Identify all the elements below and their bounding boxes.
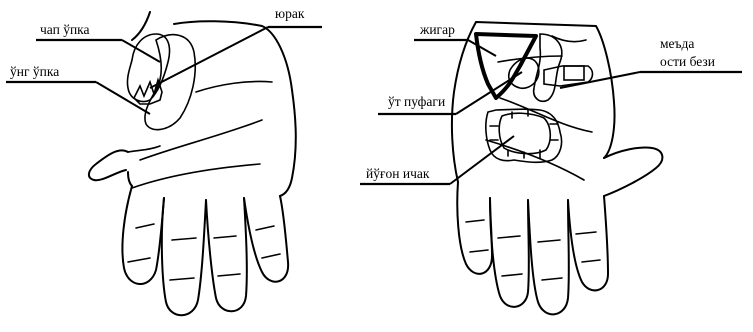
right-hand-finger-index [568, 196, 608, 290]
right-lung-label: ўнг ўпка [10, 64, 59, 79]
right-hand-thumb [604, 147, 662, 196]
colon-callout: йўғон ичак [360, 136, 514, 184]
left-hand-palm-outline [128, 12, 296, 196]
left-hand-finger-ring [206, 198, 247, 311]
right-hand-finger-little [457, 182, 492, 274]
liver-callout: жигар [414, 22, 496, 56]
left-lung-shape [127, 34, 169, 102]
left-hand-finger-index [122, 186, 164, 284]
left-hand-thumb [89, 150, 128, 180]
pancreas-label-line2: ости бези [660, 54, 715, 69]
right-hand-finger-middle [528, 200, 569, 314]
left-lung-callout: чап ўпка [36, 22, 160, 62]
left-lung-label: чап ўпка [40, 22, 90, 37]
right-hand-drawing [452, 22, 662, 314]
left-hand-finger-middle [162, 198, 206, 315]
left-hand-drawing [89, 12, 296, 315]
right-hand-finger-ring [490, 198, 529, 307]
heart-callout: юрак [150, 6, 322, 88]
left-hand-finger-little [244, 196, 288, 282]
left-hand-palm-creases [128, 81, 272, 188]
heart-label: юрак [275, 6, 305, 21]
pancreas-callout: меъда ости бези [560, 36, 742, 88]
liver-label: жигар [419, 22, 455, 37]
colon-label: йўғон ичак [366, 166, 430, 181]
gallbladder-label: ўт пуфаги [388, 94, 445, 109]
pancreas-label-line1: меъда [660, 36, 694, 51]
pancreas-tail-shape [564, 66, 584, 80]
